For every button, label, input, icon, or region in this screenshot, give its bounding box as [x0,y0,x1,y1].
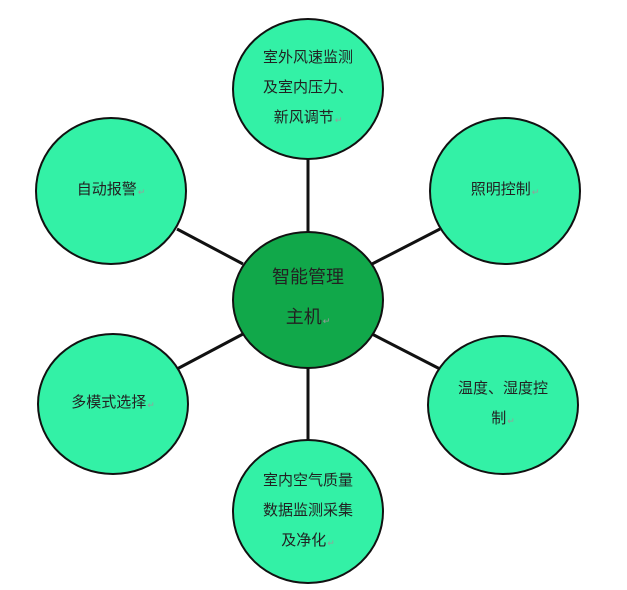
node-top-line-1: 室外风速监测 [262,48,353,66]
connector-upper-right [371,227,441,266]
node-upper-right-line-1: 照明控制 [470,180,531,198]
return-mark-icon: ↵ [507,417,515,427]
center-management-host: 智能管理 主机↵ [232,231,384,369]
return-mark-icon: ↵ [147,401,155,411]
node-bottom-line-2: 数据监测采集 [262,500,353,519]
node-upper-left-line-1: 自动报警 [76,180,137,198]
node-outdoor-wind-monitoring: 室外风速监测 及室内压力、 新风调节↵ [232,18,384,160]
connector-lower-left [176,332,244,371]
return-mark-icon: ↵ [531,188,540,198]
center-line-1: 智能管理 [272,267,344,288]
center-line-2: 主机 [285,307,322,328]
node-auto-alarm: 自动报警↵ [35,117,187,265]
node-multi-mode-selection: 多模式选择↵ [37,333,189,475]
node-lower-left-line-1: 多模式选择 [71,393,147,411]
node-lighting-control: 照明控制↵ [429,117,581,265]
return-mark-icon: ↵ [137,188,146,198]
node-air-quality-monitoring: 室内空气质量 数据监测采集 及净化↵ [232,439,384,584]
connector-upper-left [176,227,244,266]
node-lower-right-line-1: 温度、湿度控 [457,379,548,397]
connector-lower-right [371,332,441,371]
return-mark-icon: ↵ [327,538,335,549]
return-mark-icon: ↵ [322,317,331,327]
node-temperature-humidity-control: 温度、湿度控 制↵ [427,335,579,475]
node-lower-right-line-2: 制 [491,409,507,427]
node-bottom-line-1: 室内空气质量 [262,470,353,489]
return-mark-icon: ↵ [334,116,343,126]
node-top-line-2: 及室内压力、 [262,78,353,96]
node-top-line-3: 新风调节 [273,108,334,126]
node-bottom-line-3: 及净化 [281,530,327,549]
